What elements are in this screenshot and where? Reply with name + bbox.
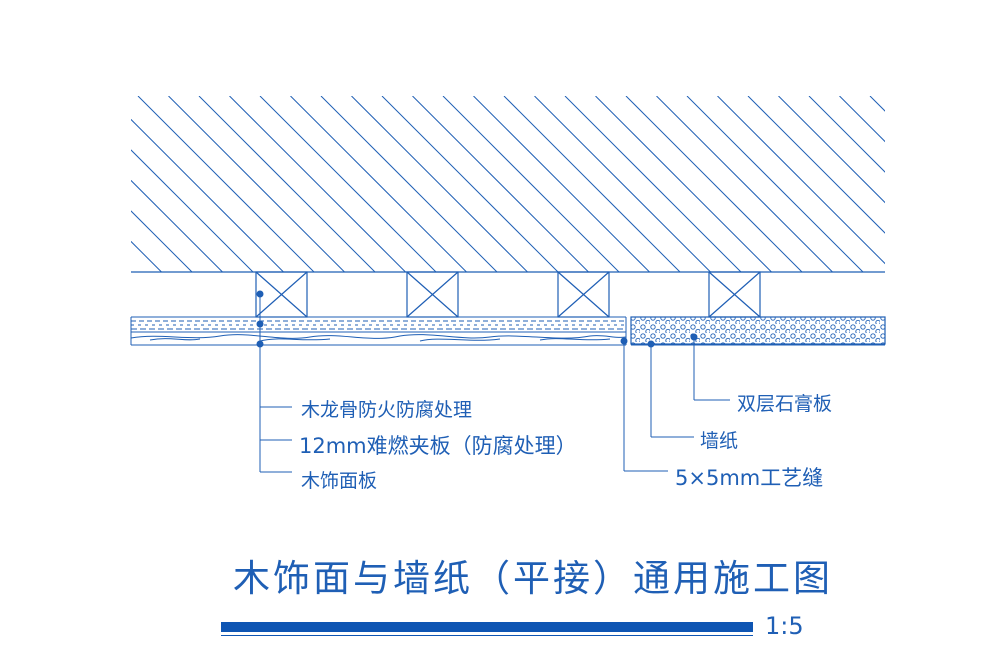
drawing-scale: 1:5 xyxy=(765,612,804,640)
label-wallpaper: 墙纸 xyxy=(700,426,738,453)
label-veneer: 木饰面板 xyxy=(301,466,377,493)
wall-hatch xyxy=(0,96,1006,272)
label-plywood: 12mm难燃夹板（防腐处理） xyxy=(299,430,577,460)
label-gypsum: 双层石膏板 xyxy=(737,389,832,416)
gypsum-board-layer xyxy=(631,317,885,345)
hatch-line xyxy=(901,96,1006,272)
drawing-title: 木饰面与墙纸（平接）通用施工图 xyxy=(233,548,833,602)
wood-keels xyxy=(256,272,760,317)
hatch-line xyxy=(870,96,1006,272)
hatch-line xyxy=(840,96,1006,272)
label-keel: 木龙骨防火防腐处理 xyxy=(301,395,472,422)
hatch-line xyxy=(0,96,131,272)
title-underline-thin xyxy=(221,635,753,636)
label-gap: 5×5mm工艺缝 xyxy=(675,462,823,492)
title-underline-bar xyxy=(221,622,753,632)
plywood-veneer-layer xyxy=(131,317,626,345)
hatch-line xyxy=(0,96,162,272)
